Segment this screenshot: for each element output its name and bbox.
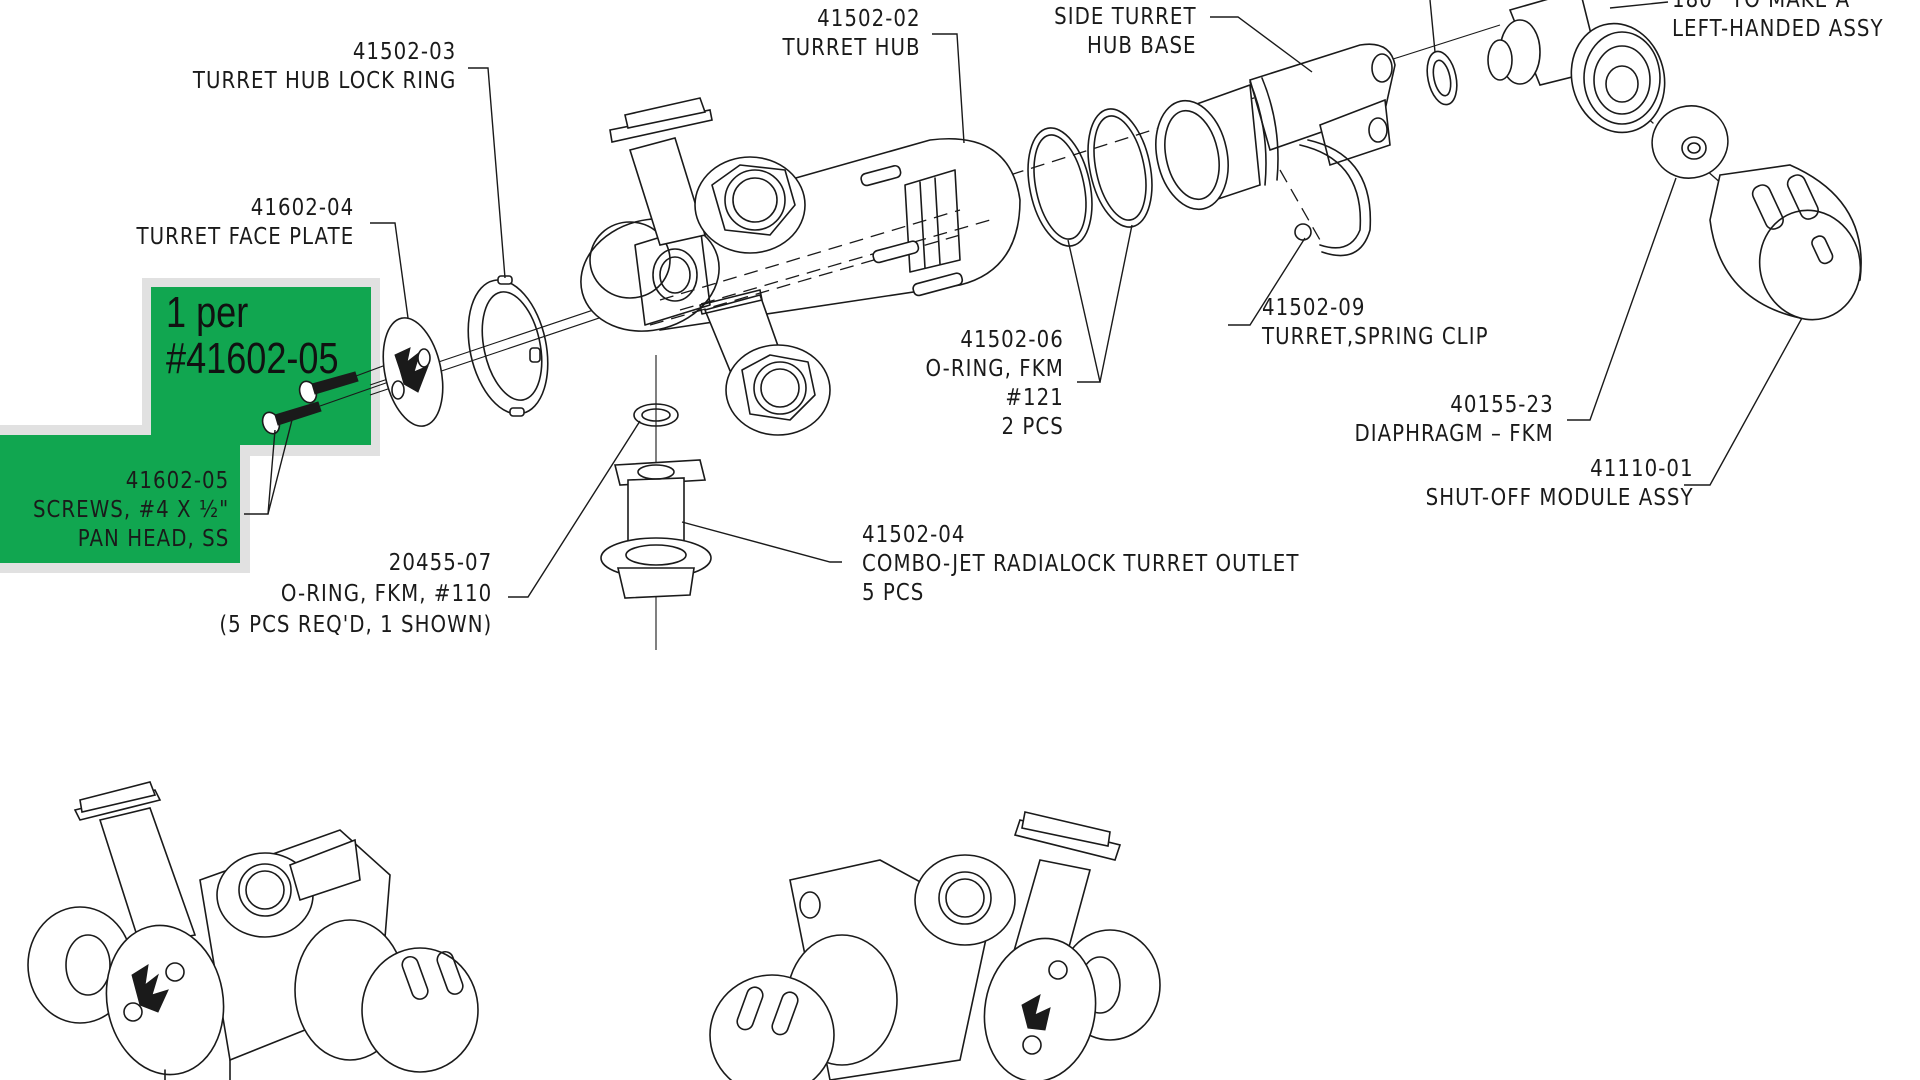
callout-turret-spring-clip: 41502-09 TURRET,SPRING CLIP xyxy=(1262,294,1489,352)
callout-line-1: 180° TO MAKE A xyxy=(1672,0,1851,13)
part-quantity: (5 PCS REQ'D, 1 SHOWN) xyxy=(219,612,492,638)
part-quantity: 2 PCS xyxy=(1001,414,1064,440)
turret-hub-lock-ring-part xyxy=(467,275,549,417)
callout-shutoff-module: 41110-01 SHUT-OFF MODULE ASSY xyxy=(1426,455,1694,513)
diaphragm-part xyxy=(1651,105,1729,179)
callout-diaphragm: 40155-23 DIAPHRAGM – FKM xyxy=(1355,391,1554,449)
oring-121-parts xyxy=(1027,108,1153,247)
small-oring-part xyxy=(1426,50,1458,106)
screw-upper xyxy=(298,371,359,404)
part-size: #121 xyxy=(1005,385,1064,411)
callout-line-2: LEFT-HANDED ASSY xyxy=(1672,16,1884,42)
part-number: 41110-01 xyxy=(1590,456,1694,482)
part-number: 20455-07 xyxy=(388,550,492,576)
assembled-view-left-handed xyxy=(709,811,1161,1080)
assembled-view-right-handed xyxy=(27,781,479,1080)
highlight-note-line1: 1 per xyxy=(166,288,249,337)
leader-lines xyxy=(244,0,1803,598)
part-number: 41502-04 xyxy=(862,522,966,548)
callout-oring-121: 41502-06 O-RING, FKM #121 2 PCS xyxy=(926,326,1064,442)
part-description: SCREWS, #4 X ½" xyxy=(32,497,229,523)
turret-face-plate-part xyxy=(382,317,444,427)
part-number: 41502-02 xyxy=(817,6,921,32)
highlight-note-box xyxy=(151,287,371,445)
part-description: TURRET FACE PLATE xyxy=(136,224,354,250)
part-description: SHUT-OFF MODULE ASSY xyxy=(1426,485,1694,511)
callout-turret-hub-lock-ring: 41502-03 TURRET HUB LOCK RING xyxy=(193,38,456,96)
screw-lower xyxy=(261,401,322,435)
part-number: 41502-03 xyxy=(352,39,456,65)
callout-line-2: HUB BASE xyxy=(1087,33,1197,59)
turret-outlet-part xyxy=(600,355,712,650)
part-number: 41502-09 xyxy=(1262,295,1366,321)
part-spec: PAN HEAD, SS xyxy=(77,526,229,552)
hub-upper-outlet xyxy=(609,97,713,246)
part-description: TURRET HUB xyxy=(782,35,921,61)
callout-side-turret-hub-base: SIDE TURRET HUB BASE xyxy=(1055,3,1197,61)
callout-turret-hub: 41502-02 TURRET HUB xyxy=(783,5,921,63)
part-description: TURRET HUB LOCK RING xyxy=(192,68,456,94)
part-description: TURRET,SPRING CLIP xyxy=(1262,324,1489,350)
turret-spring-clip-part xyxy=(1279,139,1372,257)
shutoff-body-part xyxy=(1487,0,1666,134)
part-number: 41602-05 xyxy=(125,468,229,494)
callout-turret-outlet: 41502-04 COMBO-JET RADIALOCK TURRET OUTL… xyxy=(862,521,1299,608)
side-turret-hub-base-part xyxy=(1155,43,1396,211)
callout-line-1: SIDE TURRET xyxy=(1054,4,1197,30)
part-description: DIAPHRAGM – FKM xyxy=(1354,421,1554,447)
callout-turret-face-plate: 41602-04 TURRET FACE PLATE xyxy=(136,194,354,252)
part-description: O-RING, FKM xyxy=(925,356,1064,382)
turret-hub-part xyxy=(580,138,1021,332)
part-description: O-RING, FKM, #110 xyxy=(280,581,492,607)
part-description: COMBO-JET RADIALOCK TURRET OUTLET xyxy=(862,551,1300,577)
part-number: 41502-06 xyxy=(960,327,1064,353)
part-number: 41602-04 xyxy=(250,195,354,221)
hub-hex-outlet-top xyxy=(694,156,806,254)
part-number: 40155-23 xyxy=(1450,392,1554,418)
callout-screws: 41602-05 SCREWS, #4 X ½" PAN HEAD, SS xyxy=(33,467,229,554)
highlight-note-line2: #41602-05 xyxy=(166,334,339,383)
callout-oring-110: 20455-07 O-RING, FKM, #110 (5 PCS REQ'D,… xyxy=(219,548,492,641)
part-quantity: 5 PCS xyxy=(862,580,925,606)
screws-callout-box xyxy=(0,435,240,563)
hub-lower-outlet xyxy=(699,289,831,436)
callout-left-handed-note: 180° TO MAKE A LEFT-HANDED ASSY xyxy=(1672,0,1884,44)
highlight-note: 1 per #41602-05 xyxy=(166,290,339,382)
shutoff-knob-part xyxy=(1709,164,1862,321)
